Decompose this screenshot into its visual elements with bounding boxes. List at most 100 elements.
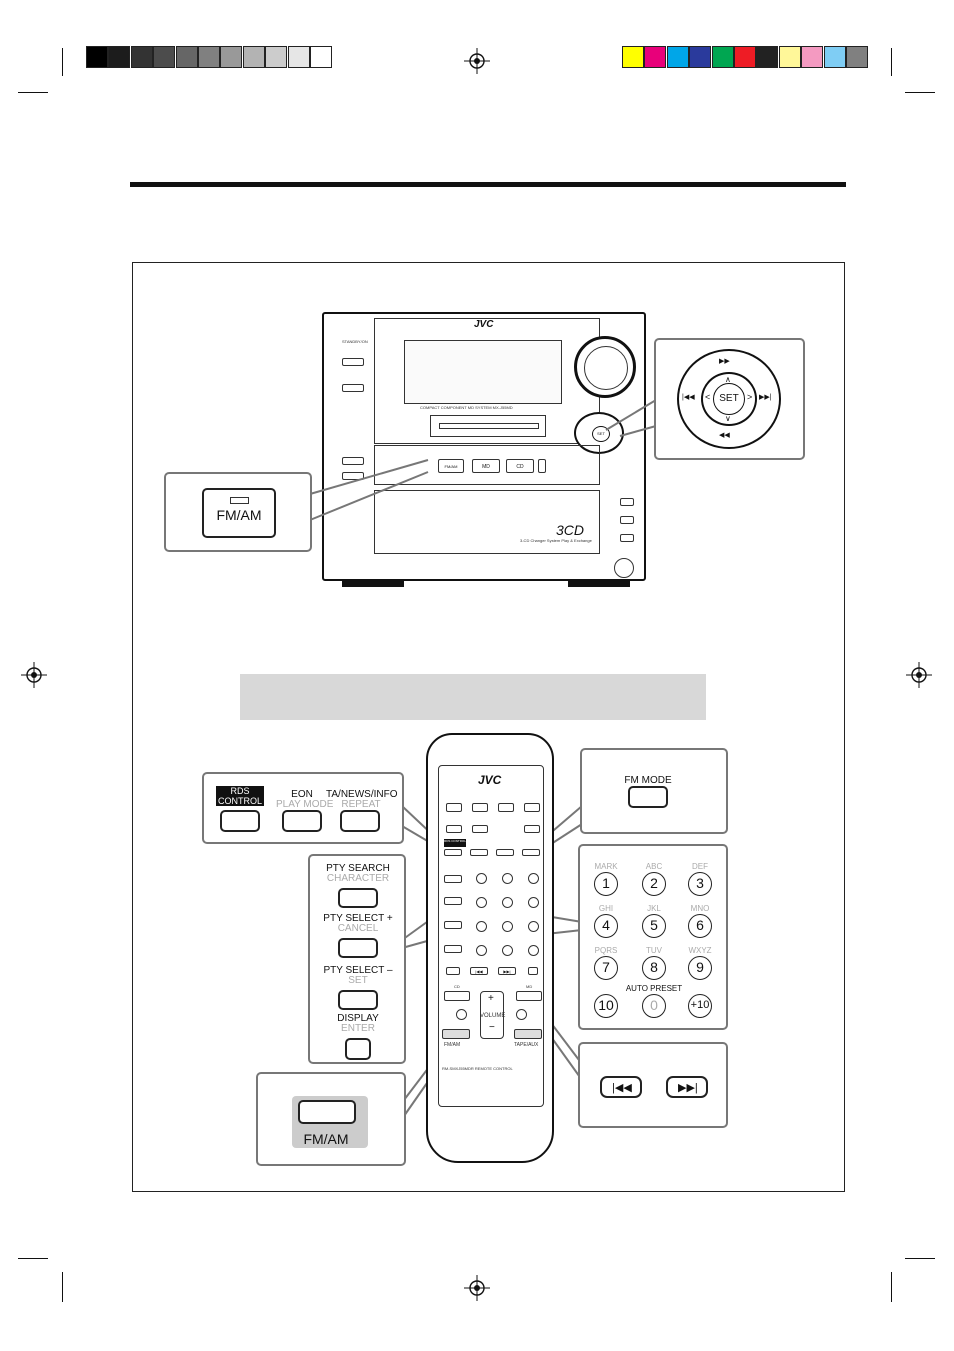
remote-pty-minus2[interactable]	[444, 945, 462, 953]
registration-mark-bottom	[464, 1275, 490, 1301]
remote-fmam-large-button[interactable]	[298, 1100, 356, 1124]
volume-knob[interactable]	[574, 336, 636, 398]
power-button[interactable]	[342, 358, 364, 366]
gray-swatch	[287, 46, 310, 68]
remote-numpad-button[interactable]	[528, 921, 539, 932]
remote-numpad-button[interactable]	[502, 897, 513, 908]
callout-multi-control: ▶▶ ◀◀ |◀◀ ▶▶| ∧ ∨ < > SET	[654, 338, 805, 460]
md-slot	[430, 415, 546, 437]
remote-numpad-button[interactable]	[476, 945, 487, 956]
pty-button[interactable]	[338, 888, 378, 908]
stop-button-unit[interactable]	[538, 459, 546, 473]
remote-numpad-button[interactable]	[502, 873, 513, 884]
numpad-button-1[interactable]: 1	[594, 872, 618, 896]
remote-md-play[interactable]	[516, 991, 542, 1001]
cd-button-unit[interactable]: CD	[506, 459, 534, 473]
remote-volume-rocker[interactable]: + −	[480, 991, 504, 1039]
color-swatch	[644, 46, 667, 68]
remote-numpad-button[interactable]	[528, 897, 539, 908]
remote-tape-mute[interactable]	[456, 1009, 467, 1020]
remote-pty-search[interactable]	[444, 875, 462, 883]
pty-button[interactable]	[338, 938, 378, 958]
changer-subtitle: 3-CD Changer System Play & Exchange	[520, 538, 592, 543]
remote-cd-play[interactable]	[444, 991, 470, 1001]
numpad-button-4[interactable]: 4	[594, 914, 618, 938]
remote-numpad-button[interactable]	[528, 945, 539, 956]
remote-numpad-button[interactable]	[502, 945, 513, 956]
remote-ta-button[interactable]	[496, 849, 514, 856]
remote-numpad-button[interactable]	[476, 897, 487, 908]
remote-active-bass[interactable]	[446, 825, 462, 833]
numpad-button-2[interactable]: 2	[642, 872, 666, 896]
remote-md-rec[interactable]	[516, 1009, 527, 1020]
ta-news-info-button[interactable]	[340, 810, 380, 832]
remote-rds-button[interactable]	[444, 849, 462, 856]
remote-prev[interactable]: |◀◀	[470, 967, 488, 975]
md-button-unit[interactable]: MD	[472, 459, 500, 473]
remote-tape-aux-button[interactable]	[514, 1029, 542, 1039]
fm-am-button-large[interactable]: FM/AM	[202, 488, 276, 538]
remote-next[interactable]: ▶▶|	[498, 967, 516, 975]
eon-button[interactable]	[282, 810, 322, 832]
disc3-button[interactable]	[620, 534, 634, 542]
numpad-button-9[interactable]: 9	[688, 956, 712, 980]
cd-changer	[374, 490, 600, 554]
remote-pty-minus[interactable]	[444, 921, 462, 929]
remote-disc3[interactable]	[498, 803, 514, 812]
pty-label: DISPLAY	[337, 1013, 379, 1024]
fm-mode-button[interactable]	[628, 786, 668, 808]
color-swatch	[801, 46, 824, 68]
pty-button[interactable]	[338, 990, 378, 1010]
remote-fm-mode-button[interactable]	[522, 849, 540, 856]
pty-button[interactable]	[345, 1038, 371, 1060]
numpad-button-6[interactable]: 6	[688, 914, 712, 938]
crop-mark	[891, 48, 892, 76]
numpad-button-0[interactable]: 0	[642, 994, 666, 1018]
ta-news-info-label: TA/NEWS/INFO	[326, 789, 398, 800]
remote-fmam-button[interactable]	[442, 1029, 470, 1039]
remote-sleep[interactable]	[524, 825, 540, 833]
set-button-small[interactable]: SET	[592, 426, 610, 442]
sound-button[interactable]	[342, 472, 364, 480]
next-track-button[interactable]: ▶▶|	[666, 1076, 708, 1098]
numpad-button-5[interactable]: 5	[642, 914, 666, 938]
remote-disc1[interactable]	[446, 803, 462, 812]
gray-swatch	[86, 46, 108, 68]
numpad-button-7[interactable]: 7	[594, 956, 618, 980]
fm-am-button-unit[interactable]: FM/AM	[438, 459, 464, 473]
remote-eon-button[interactable]	[470, 849, 488, 856]
pty-sublabel: SET	[348, 975, 368, 986]
remote-disc2[interactable]	[472, 803, 488, 812]
numpad-button-plus10[interactable]: +10	[688, 994, 712, 1018]
remote-power[interactable]	[524, 803, 540, 812]
prev-track-button[interactable]: |◀◀	[600, 1076, 642, 1098]
instruction-box	[240, 674, 706, 720]
phones-jack[interactable]	[614, 558, 634, 578]
gray-swatch	[198, 46, 220, 68]
auto-preset-label: AUTO PRESET	[625, 984, 683, 993]
remote-stop[interactable]	[528, 967, 538, 975]
set-center-button[interactable]: SET	[713, 383, 745, 415]
remote-brand: JVC	[478, 773, 502, 787]
rds-control-button[interactable]	[220, 810, 260, 832]
remote-sound[interactable]	[472, 825, 488, 833]
disc1-button[interactable]	[620, 498, 634, 506]
numpad-button-3[interactable]: 3	[688, 872, 712, 896]
remote-pty-plus[interactable]	[444, 897, 462, 905]
clock-timer-button[interactable]	[342, 384, 364, 392]
pty-sublabel: CHARACTER	[326, 873, 390, 884]
remote-numpad-button[interactable]	[528, 873, 539, 884]
remote-cd-label: CD	[454, 984, 460, 989]
numpad-button-8[interactable]: 8	[642, 956, 666, 980]
heading-rule	[130, 182, 846, 187]
set-button-ring[interactable]: ∧ ∨ < > SET	[701, 372, 757, 426]
active-bass-button[interactable]	[342, 457, 364, 465]
multi-control-ring[interactable]: ▶▶ ◀◀ |◀◀ ▶▶| ∧ ∨ < > SET	[677, 349, 781, 449]
remote-numpad-button[interactable]	[476, 873, 487, 884]
numpad-button-10[interactable]: 10	[594, 994, 618, 1018]
remote-display[interactable]	[446, 967, 460, 975]
remote-fmam-label: FM/AM	[444, 1042, 461, 1048]
remote-numpad-button[interactable]	[476, 921, 487, 932]
remote-numpad-button[interactable]	[502, 921, 513, 932]
disc2-button[interactable]	[620, 516, 634, 524]
